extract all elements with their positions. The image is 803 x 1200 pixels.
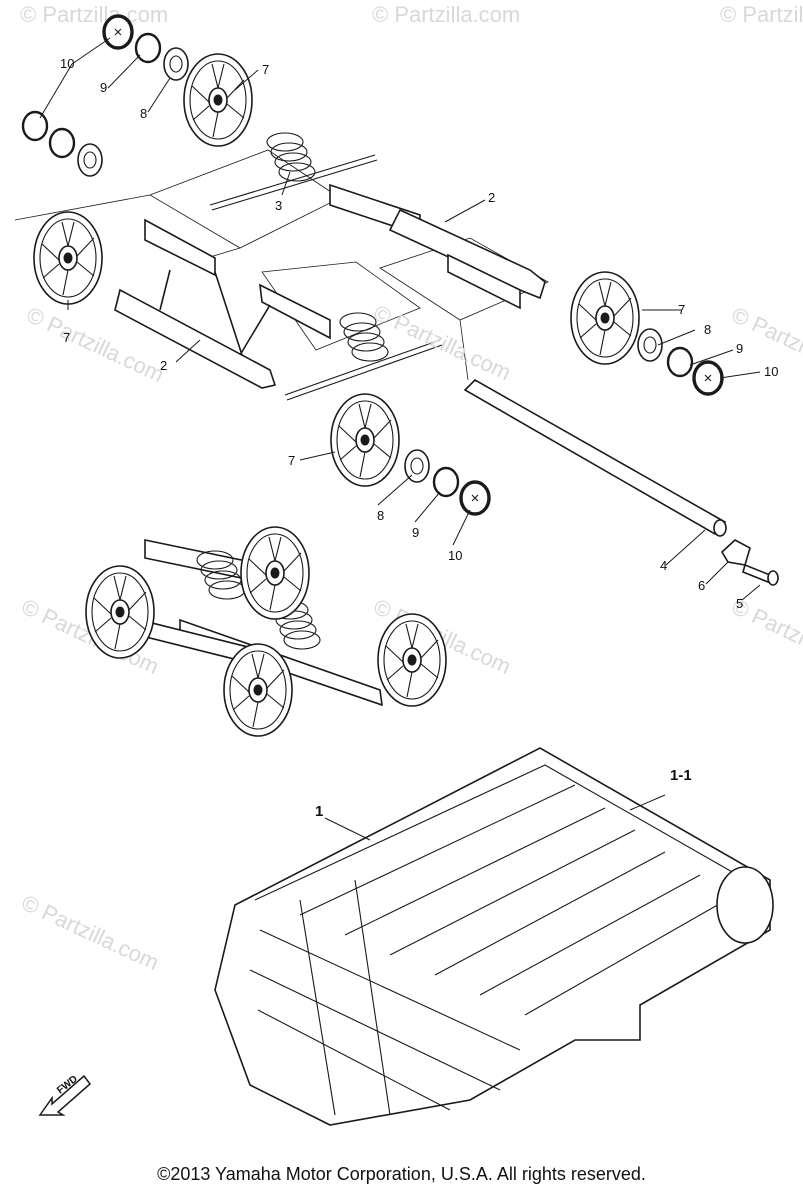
callout-10: 10 [60, 56, 74, 71]
callout-7: 7 [63, 330, 70, 345]
spring-3-lower [284, 312, 443, 401]
callout-7: 7 [288, 453, 295, 468]
callout-7: 7 [262, 62, 269, 77]
washer-9-lower [432, 466, 460, 498]
track-1 [214, 747, 774, 1126]
callout-9: 9 [100, 80, 107, 95]
callout-2: 2 [160, 358, 167, 373]
watermark: © Partzilla.com [20, 2, 168, 27]
watermark: © Partzilla.com [18, 890, 163, 975]
callout-8: 8 [140, 106, 147, 121]
wheel-7-left [33, 211, 103, 305]
copyright-notice: ©2013 Yamaha Motor Corporation, U.S.A. A… [157, 1164, 646, 1184]
callout-10: 10 [764, 364, 778, 379]
bearing-8-upper [77, 47, 189, 177]
cap-10-lower [459, 480, 491, 516]
bracket-6 [720, 539, 751, 566]
callout-7: 7 [678, 302, 685, 317]
cap-10-right [692, 360, 724, 396]
callout-4: 4 [660, 558, 667, 573]
wheel-7-top [183, 53, 253, 147]
wheel-7-right [570, 271, 640, 365]
wheel-7-lower [330, 393, 400, 487]
callout-1: 1 [315, 803, 323, 820]
washer-9-upper [48, 32, 162, 159]
center-watermark: © Partzilla.com [370, 300, 515, 385]
callout-5: 5 [736, 596, 743, 611]
bolt-5 [742, 563, 779, 586]
callout-2: 2 [488, 190, 495, 205]
arm-2-lower [114, 218, 331, 389]
forward-arrow-icon: FWD [38, 1074, 92, 1116]
callout-3: 3 [275, 198, 282, 213]
leader-lines [39, 37, 761, 841]
callout-6: 6 [698, 578, 705, 593]
arm-2-upper [329, 183, 546, 310]
callout-8: 8 [704, 322, 711, 337]
callout-9: 9 [412, 525, 419, 540]
spring-3-upper [209, 132, 378, 211]
watermark: © Partzilla.com [720, 2, 803, 27]
shaft-4 [463, 379, 727, 537]
callout-9: 9 [736, 341, 743, 356]
washer-9-right [666, 346, 694, 378]
snap-ring-10-upper [21, 14, 134, 142]
callout-1-1: 1-1 [670, 767, 692, 784]
bearing-8-lower [404, 449, 430, 483]
watermark: © Partzilla.com [372, 2, 520, 27]
callout-8: 8 [377, 508, 384, 523]
assembled-suspension [85, 526, 447, 737]
callout-10: 10 [448, 548, 462, 563]
